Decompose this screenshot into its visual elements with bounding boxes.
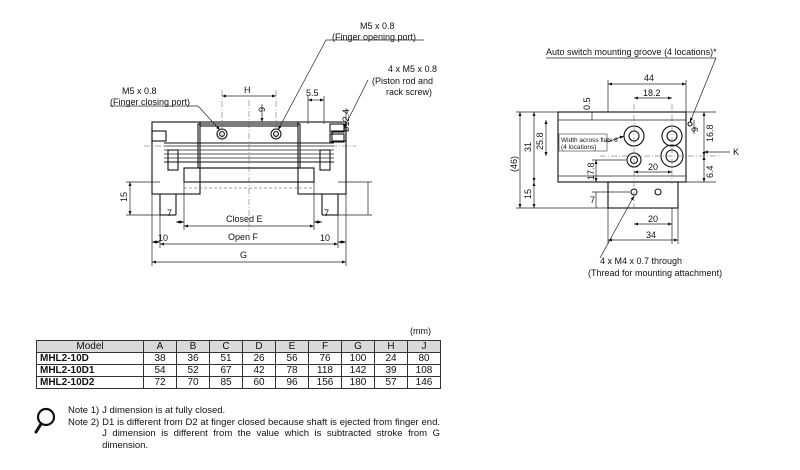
svg-text:0.5: 0.5	[582, 97, 592, 110]
unit-label: (mm)	[410, 326, 431, 336]
header-g: G	[341, 340, 375, 353]
thread-label: 4 x M4 x 0.7 through	[600, 256, 682, 266]
header-f: F	[308, 340, 342, 353]
svg-text:rack screw): rack screw)	[386, 87, 432, 97]
across-flats-box	[558, 133, 608, 152]
svg-text:(4 locations): (4 locations)	[561, 144, 596, 151]
header-c: C	[209, 340, 243, 353]
svg-text:7: 7	[167, 208, 172, 218]
svg-text:15: 15	[119, 192, 129, 202]
thread-desc: (Thread for mounting attachment)	[588, 268, 722, 278]
port-open-desc: (Finger opening port)	[332, 32, 416, 42]
svg-text:10: 10	[320, 233, 330, 243]
svg-text:Width across flats 8: Width across flats 8	[561, 137, 618, 144]
header-b: B	[176, 340, 210, 353]
header-model: Model	[36, 340, 144, 353]
note-1: Note 1) J dimension is at fully closed.	[68, 405, 226, 416]
svg-text:16.8: 16.8	[705, 124, 715, 142]
magnifier-icon	[34, 407, 56, 434]
svg-text:6.4: 6.4	[705, 165, 715, 178]
svg-text:25.8: 25.8	[535, 132, 545, 150]
header-a: A	[143, 340, 177, 353]
table-row: MHL2-10D 38 36 51 26 56 76 100 24 80	[36, 352, 441, 365]
port-close-thread: M5 x 0.8	[122, 86, 157, 96]
mount-hole-2	[654, 188, 662, 196]
header-j: J	[407, 340, 441, 353]
header-d: D	[242, 340, 276, 353]
svg-text:20: 20	[648, 214, 658, 224]
svg-text:9: 9	[257, 107, 267, 112]
port-close-desc: (Finger closing port)	[110, 97, 190, 107]
front-view: H 9 5.5 ø12.4 15 7 7 Closed E 10 10	[110, 21, 437, 266]
groove-label: Auto switch mounting groove (4 locations…	[546, 47, 717, 57]
table-header-row: Model A B C D E F G H J	[36, 340, 441, 353]
table-row: MHL2-10D1 54 52 67 42 78 118 142 39 108	[36, 364, 441, 377]
header-e: E	[275, 340, 309, 353]
svg-text:9: 9	[690, 127, 700, 132]
svg-text:Closed E: Closed E	[226, 214, 263, 224]
svg-text:7: 7	[590, 195, 595, 205]
svg-text:(Piston rod and: (Piston rod and	[372, 76, 433, 86]
technical-drawing: H 9 5.5 ø12.4 15 7 7 Closed E 10 10	[110, 21, 739, 278]
svg-text:20: 20	[648, 162, 658, 172]
svg-text:ø12.4: ø12.4	[341, 109, 351, 132]
dim-h: H	[244, 85, 251, 95]
port-open-thread: M5 x 0.8	[360, 21, 395, 31]
dimension-table: Model A B C D E F G H J MHL2-10D 38 36 5…	[36, 340, 441, 389]
svg-text:18.2: 18.2	[643, 88, 661, 98]
svg-text:17.8: 17.8	[586, 162, 596, 180]
svg-text:44: 44	[644, 73, 654, 83]
side-view: 44 18.2 0.5 Auto switch mounting groove …	[509, 47, 739, 278]
notes-block: Note 1) J dimension is at fully closed. …	[68, 405, 440, 451]
svg-text:7: 7	[324, 208, 329, 218]
svg-text:G: G	[240, 250, 247, 260]
header-h: H	[374, 340, 408, 353]
svg-text:(46): (46)	[509, 156, 519, 172]
note-2: Note 2) D1 is different from D2 at finge…	[68, 416, 440, 451]
side-finger	[607, 181, 679, 209]
svg-text:5.5: 5.5	[306, 88, 319, 98]
k-label: K	[733, 147, 739, 157]
table-row: MHL2-10D2 72 70 85 60 96 156 180 57 146	[36, 376, 441, 389]
piston-thread: 4 x M5 x 0.8	[388, 64, 437, 74]
svg-text:31: 31	[523, 142, 533, 152]
svg-text:Open F: Open F	[228, 232, 259, 242]
svg-text:34: 34	[646, 230, 656, 240]
svg-text:15: 15	[523, 189, 533, 199]
svg-text:10: 10	[158, 233, 168, 243]
